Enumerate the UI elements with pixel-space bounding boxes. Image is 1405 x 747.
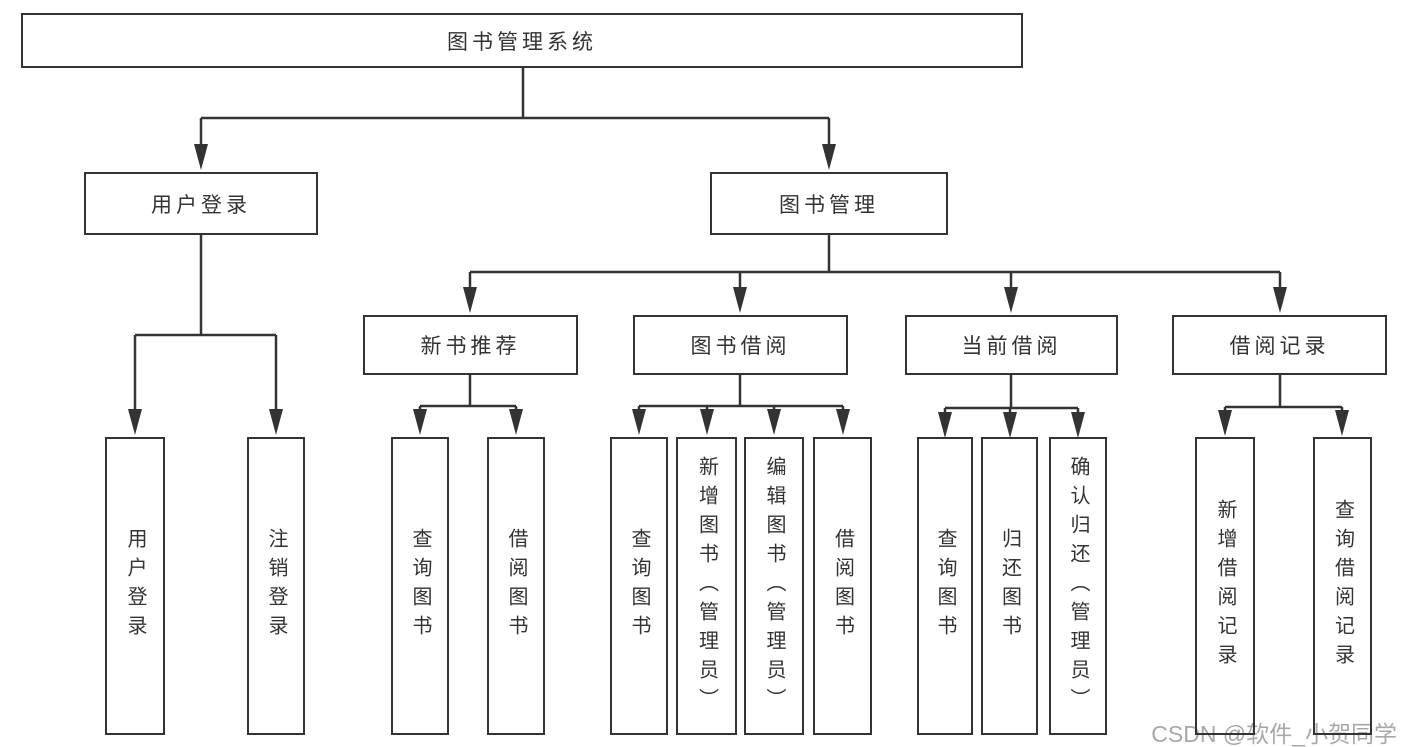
arrow-icon (822, 144, 836, 170)
node-new-book-recommend: 新书推荐 (363, 315, 578, 375)
leaf-current-return-book: 归还图书 (981, 437, 1038, 735)
arrow-icon (1335, 410, 1349, 436)
leaf-record-add-record: 新增借阅记录 (1195, 437, 1255, 735)
leaf-user-login: 用户登录 (105, 437, 165, 735)
arrow-icon (1273, 287, 1287, 313)
leaf-logout: 注销登录 (247, 437, 305, 735)
node-borrow-record: 借阅记录 (1172, 315, 1387, 375)
node-current-borrow: 当前借阅 (905, 315, 1118, 375)
node-book-borrow: 图书借阅 (633, 315, 848, 375)
arrow-icon (632, 409, 646, 435)
arrow-icon (767, 409, 781, 435)
node-root: 图书管理系统 (21, 13, 1023, 68)
arrow-icon (836, 409, 850, 435)
leaf-borrow-edit-book-admin: 编辑图书（管理员） (744, 437, 804, 735)
arrow-icon (269, 409, 283, 435)
arrow-icon (1071, 412, 1085, 438)
csdn-watermark: CSDN @软件_小贺同学 (1151, 721, 1397, 747)
arrow-icon (1003, 412, 1017, 438)
arrow-icon (733, 287, 747, 313)
arrow-icon (1004, 287, 1018, 313)
node-book-management: 图书管理 (710, 172, 948, 235)
arrow-icon (413, 409, 427, 435)
leaf-record-query-record: 查询借阅记录 (1313, 437, 1372, 735)
leaf-newbook-query-book: 查询图书 (391, 437, 449, 735)
arrow-icon (463, 287, 477, 313)
leaf-borrow-borrow-book: 借阅图书 (813, 437, 872, 735)
arrow-icon (194, 144, 208, 170)
leaf-borrow-query-book: 查询图书 (610, 437, 668, 735)
arrowheads (128, 144, 1349, 438)
leaf-current-confirm-return-admin: 确认归还（管理员） (1049, 437, 1107, 735)
arrow-icon (700, 409, 714, 435)
arrow-icon (1218, 410, 1232, 436)
leaf-borrow-add-book-admin: 新增图书（管理员） (676, 437, 737, 735)
arrow-icon (509, 409, 523, 435)
arrow-icon (938, 412, 952, 438)
node-user-login: 用户登录 (84, 172, 318, 235)
arrow-icon (128, 409, 142, 435)
leaf-current-query-book: 查询图书 (917, 437, 973, 735)
leaf-newbook-borrow-book: 借阅图书 (487, 437, 545, 735)
